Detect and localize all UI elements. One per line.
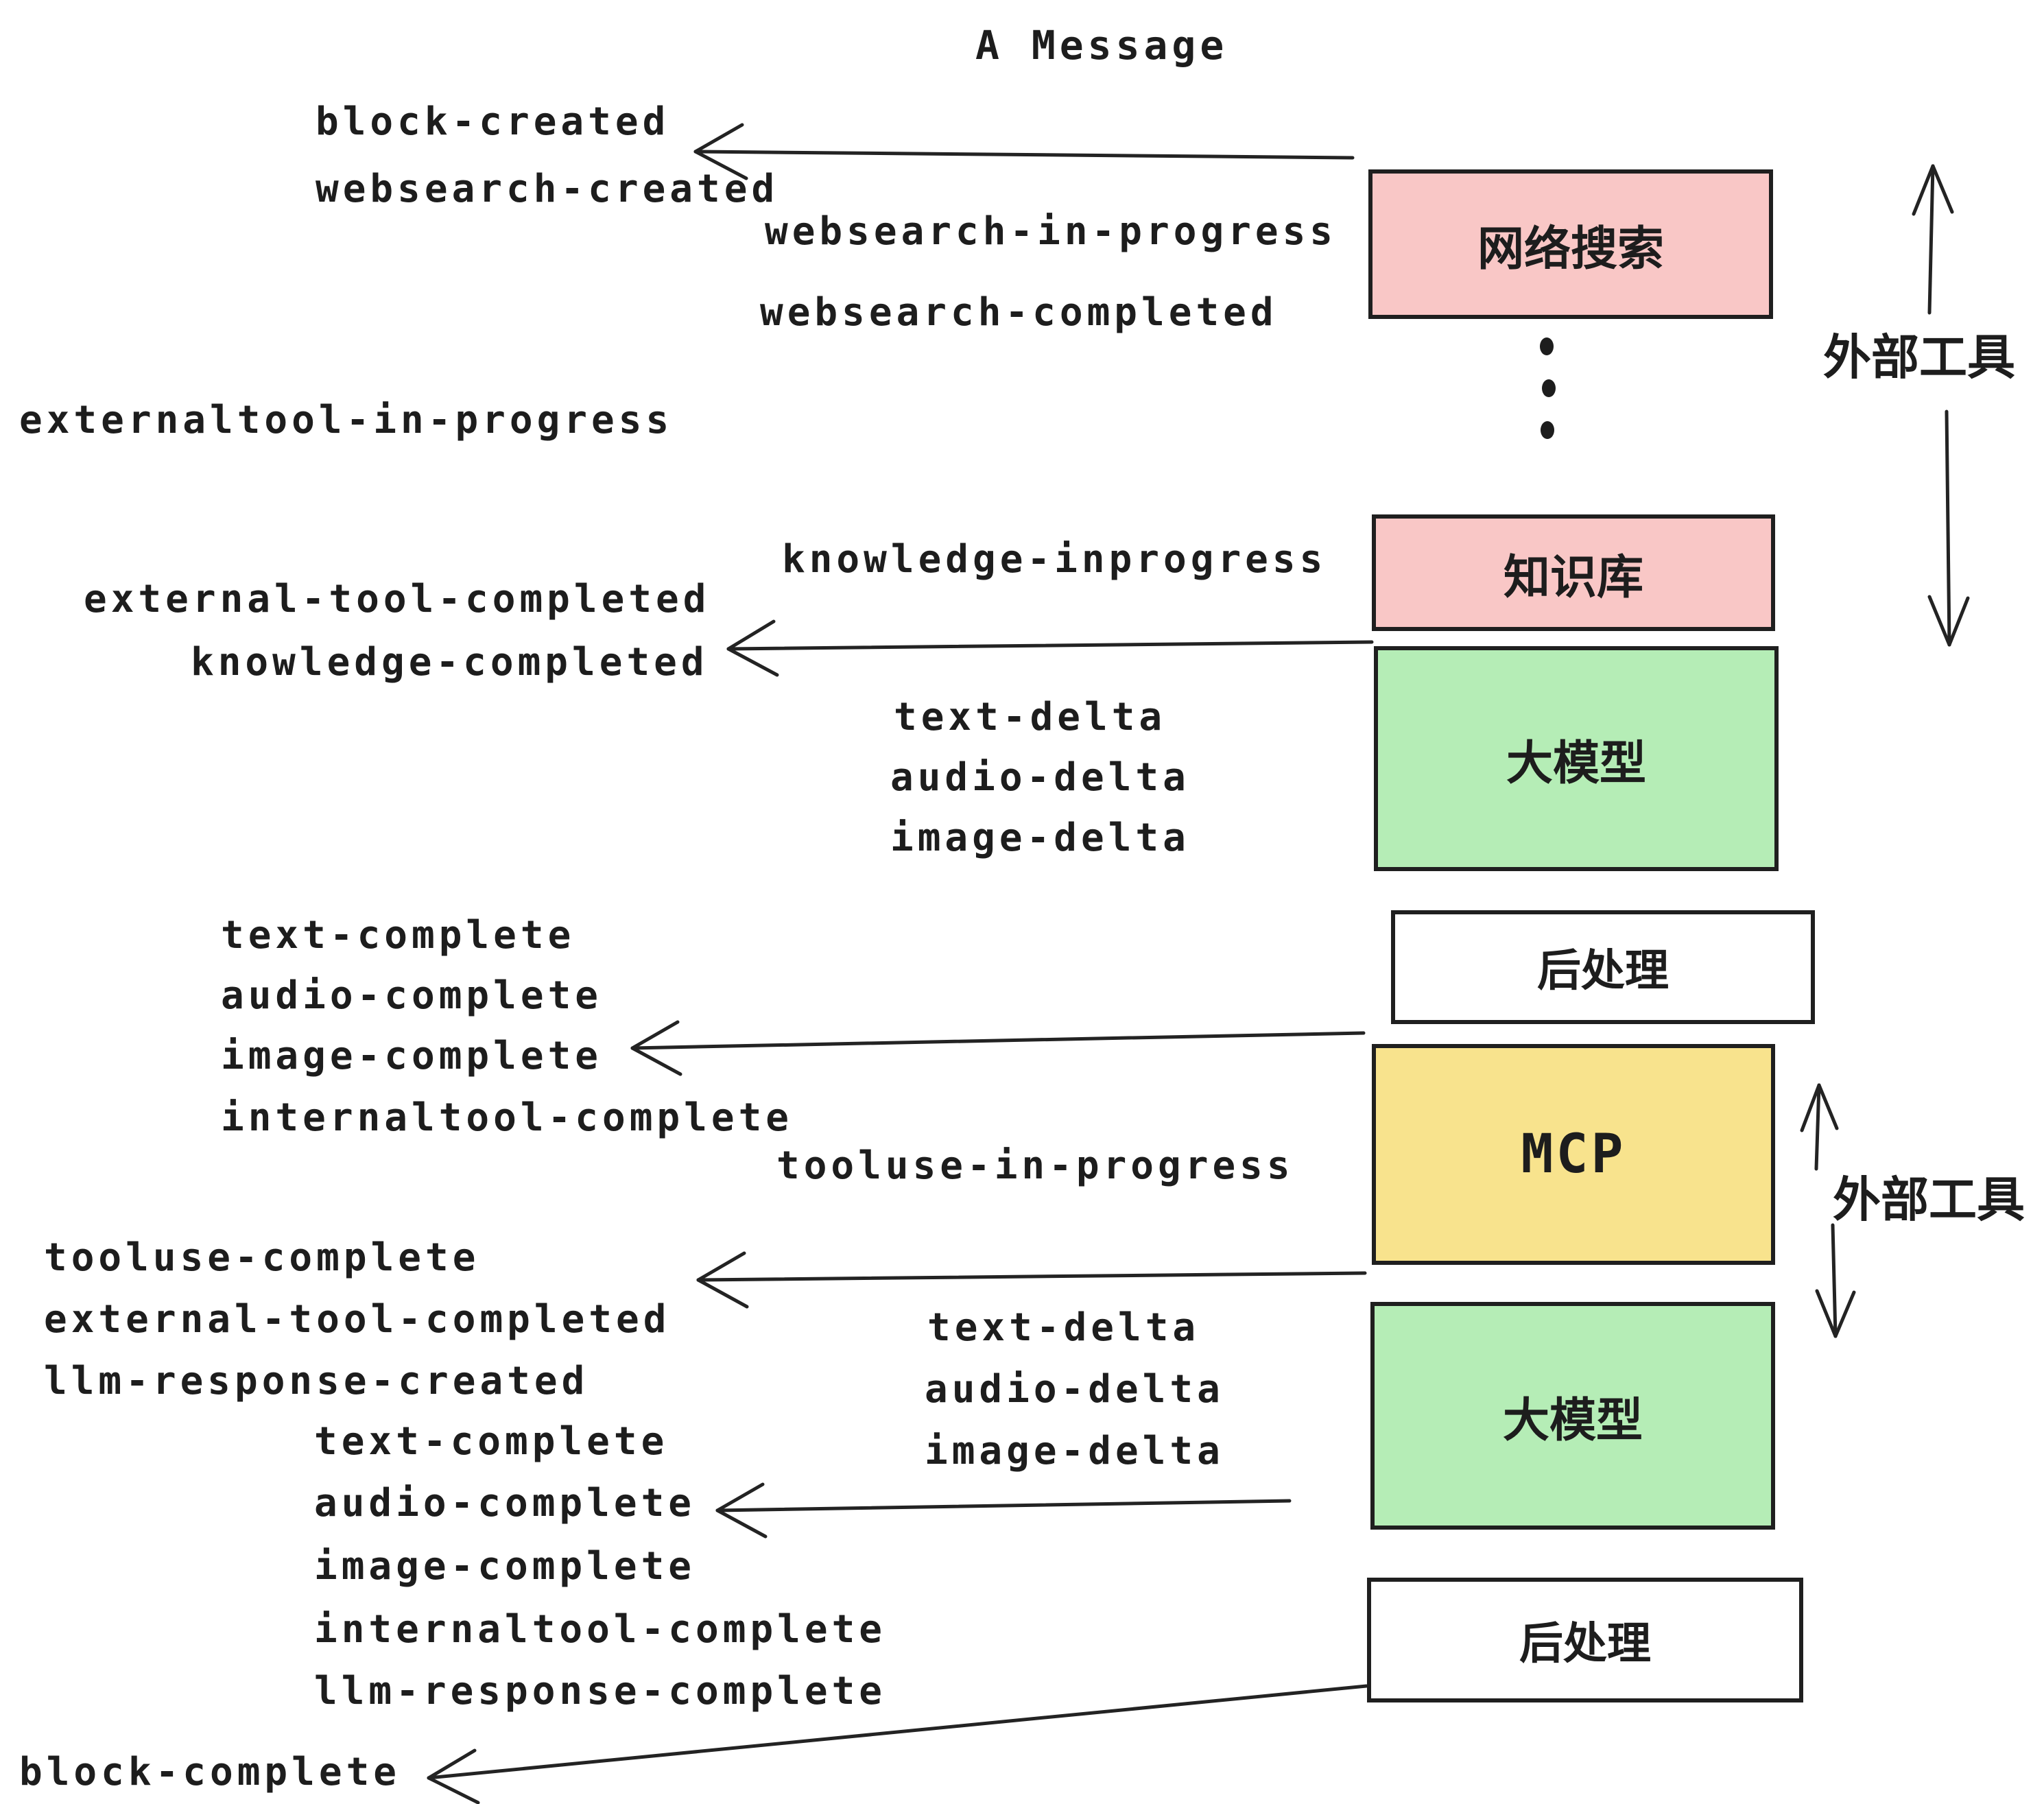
event-image-complete-2: image-complete [314,1544,696,1589]
websearch-box: 网络搜索 [1368,169,1773,319]
event-text-delta-2: text-delta [927,1305,1200,1350]
arrow-up-external-tools-bottom-icon [1800,1083,1839,1171]
event-websearch-created: websearch-created [316,167,779,211]
external-tools-label-bottom: 外部工具 [1833,1173,2025,1226]
mcp-box: MCP [1372,1044,1775,1265]
ellipsis-dots-icon [1540,337,1556,439]
postprocess-box-1-label: 后处理 [1537,946,1669,995]
mcp-box-label: MCP [1521,1124,1626,1185]
event-image-delta-1: image-delta [890,816,1190,860]
event-external-tool-completed-1: external-tool-completed [84,577,711,621]
arrow-left-knowledge-completed-icon [726,619,1374,677]
websearch-box-label: 网络搜索 [1477,222,1664,275]
arrow-left-audio-complete-icon [715,1482,1292,1539]
event-image-delta-2: image-delta [925,1429,1224,1473]
llm-box-2: 大模型 [1370,1302,1775,1530]
event-llm-response-complete: llm-response-complete [314,1669,887,1713]
knowledge-base-box-label: 知识库 [1503,551,1643,604]
event-audio-delta-2: audio-delta [925,1367,1224,1412]
arrow-left-tooluse-complete-icon [696,1251,1367,1309]
event-block-created: block-created [316,99,670,144]
event-block-complete: block-complete [19,1750,401,1794]
event-internaltool-complete-1: internaltool-complete [221,1095,794,1140]
event-internaltool-complete-2: internaltool-complete [314,1607,887,1652]
external-tools-label-top: 外部工具 [1823,331,2015,384]
event-text-complete-2: text-complete [314,1419,669,1464]
event-websearch-completed: websearch-completed [760,290,1278,335]
event-audio-complete-1: audio-complete [221,973,603,1018]
arrow-up-external-tools-top-icon [1912,164,1954,315]
event-external-tool-completed-2: external-tool-completed [44,1297,671,1342]
arrow-down-external-tools-bottom-icon [1815,1223,1856,1338]
arrow-left-block-complete-icon [427,1684,1368,1804]
event-knowledge-completed: knowledge-completed [191,640,709,685]
event-text-delta-1: text-delta [894,695,1167,739]
event-knowledge-inprogress: knowledge-inprogress [782,537,1327,582]
event-audio-complete-2: audio-complete [314,1481,696,1526]
event-tooluse-in-progress: tooluse-in-progress [776,1143,1294,1188]
arrow-down-external-tools-top-icon [1927,410,1970,647]
event-llm-response-created: llm-response-created [44,1359,589,1403]
arrow-left-image-complete-icon [630,1020,1366,1076]
event-tooluse-complete: tooluse-complete [44,1235,480,1280]
llm-box-2-label: 大模型 [1502,1394,1643,1447]
llm-box-1: 大模型 [1374,646,1779,871]
postprocess-box-2-label: 后处理 [1519,1619,1651,1668]
postprocess-box-2: 后处理 [1367,1578,1803,1702]
arrow-left-block-created-icon [693,123,1355,180]
postprocess-box-1: 后处理 [1391,910,1815,1024]
diagram-title: A Message [975,22,1228,69]
event-websearch-in-progress: websearch-in-progress [765,209,1338,254]
event-text-complete-1: text-complete [221,913,575,958]
knowledge-base-box: 知识库 [1372,514,1775,631]
llm-box-1-label: 大模型 [1506,737,1646,790]
event-image-complete-1: image-complete [221,1034,603,1078]
event-audio-delta-1: audio-delta [890,755,1190,800]
event-externaltool-in-progress: externaltool-in-progress [19,398,674,442]
